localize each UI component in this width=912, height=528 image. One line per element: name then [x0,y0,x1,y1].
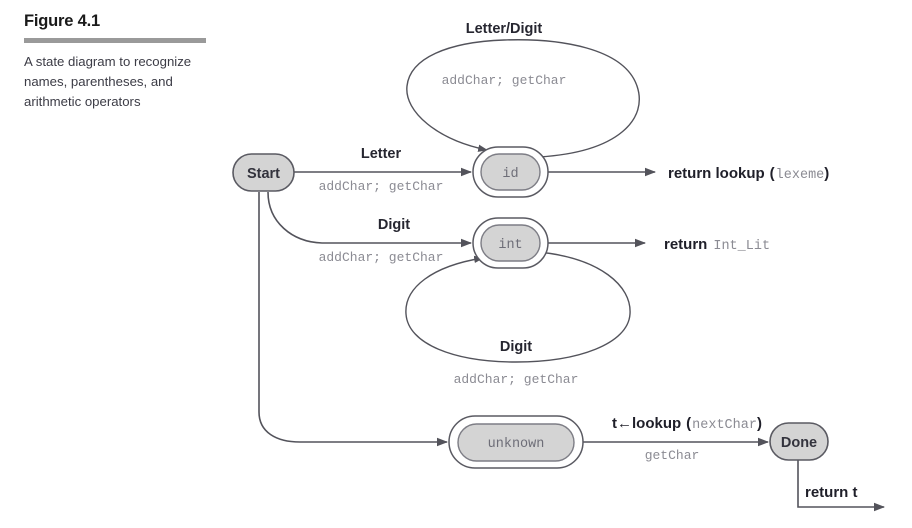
output-int-mono: Int_Lit [713,239,770,254]
edge-label-t-lookup: t←lookup (nextChar) [612,415,762,433]
edge-label-digit: Digit [378,217,410,233]
node-unknown-label: unknown [488,437,545,452]
node-int-label: int [498,238,522,253]
self-loop-int [405,251,631,363]
edge-label-t-lookup-mono: nextChar [692,418,757,433]
loop-action-int: addChar; getChar [454,372,579,387]
node-unknown[interactable]: unknown [448,415,584,469]
node-start[interactable]: Start [232,153,295,192]
node-id[interactable]: id [472,146,549,198]
node-int[interactable]: int [472,217,549,269]
edge-label-t-lookup-bold: t←lookup [612,415,681,432]
edge-label-letter: Letter [361,146,402,162]
edge-action-getchar: getChar [645,448,700,463]
edge-done-output [797,459,886,512]
node-id-label: id [502,167,518,182]
loop-label-letter-digit: Letter/Digit [466,21,543,37]
output-id: return lookup (lexeme) [668,165,829,183]
output-int: return Int_Lit [664,236,770,254]
edge-start-to-unknown [258,192,449,447]
loop-action-id: addChar; getChar [442,73,567,88]
output-id-mono: lexeme [776,168,825,183]
caption-divider [24,38,206,44]
node-done[interactable]: Done [769,422,829,461]
output-id-paren-close: ) [824,165,829,182]
edge-start-to-int [267,191,473,248]
figure-number: Figure 4.1 [24,12,100,30]
figure-caption-text: A state diagram to recognize names, pare… [24,54,192,110]
loop-label-digit: Digit [500,339,532,355]
edge-action-letter: addChar; getChar [319,179,444,194]
node-done-label: Done [781,435,817,451]
output-done: return t [805,484,858,501]
node-start-label: Start [247,166,280,182]
edge-label-paren-open: ( [686,415,691,432]
output-id-paren-open: ( [770,165,775,182]
figure-caption-block: Figure 4.1 A state diagram to recognize … [24,12,209,112]
output-id-bold: return lookup [668,165,765,182]
output-int-bold: return [664,236,707,253]
self-loop-id [406,39,640,158]
edge-label-paren-close: ) [757,415,762,432]
edge-action-digit: addChar; getChar [319,250,444,265]
